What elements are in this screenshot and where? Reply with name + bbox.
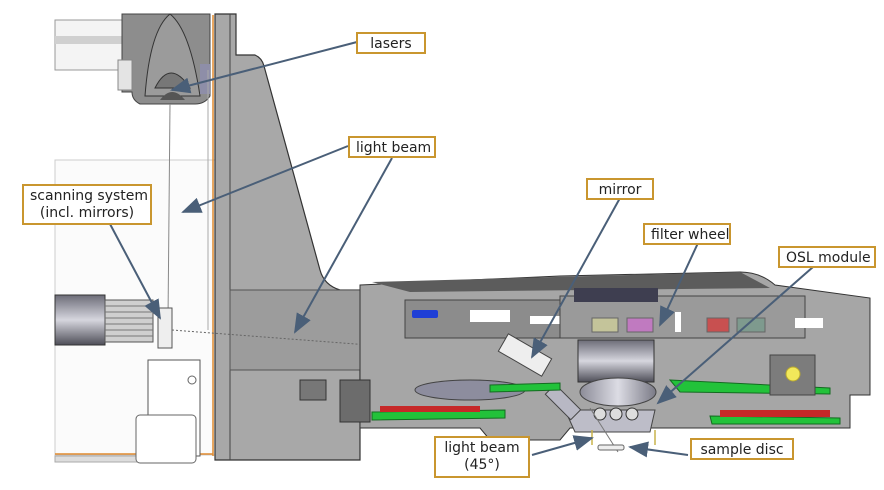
label-mirror-text: mirror <box>598 182 642 198</box>
label-osl-module: OSL module <box>778 246 876 268</box>
label-osl-module-text: OSL module <box>786 250 871 266</box>
label-light-beam-45: light beam (45°) <box>434 436 530 478</box>
label-lasers-text: lasers <box>370 36 412 52</box>
label-scanning-system: scanning system (incl. mirrors) <box>22 184 152 225</box>
arrow-filter-wheel <box>659 242 699 327</box>
label-light-beam-45-line1: light beam <box>444 440 520 456</box>
arrow-light-beam-horizontal <box>294 157 393 334</box>
label-filter-wheel-text: filter wheel <box>651 227 730 243</box>
arrow-scanning-system <box>109 223 161 320</box>
arrow-light-beam-45 <box>531 435 594 456</box>
sample-disc <box>597 444 625 451</box>
laser-head <box>117 13 211 105</box>
label-mirror: mirror <box>586 178 654 200</box>
arrow-mirror <box>531 197 621 359</box>
osl-module-body <box>299 271 871 445</box>
label-light-beam: light beam <box>348 136 436 158</box>
arrow-lasers <box>170 41 358 94</box>
label-sample-disc-text: sample disc <box>700 442 784 458</box>
arrow-light-beam-vertical <box>181 145 349 213</box>
scanning-system <box>54 294 501 464</box>
label-scanning-system-line2: (incl. mirrors) <box>39 205 135 221</box>
arrow-sample-disc <box>628 441 689 458</box>
label-sample-disc: sample disc <box>690 438 794 460</box>
label-lasers: lasers <box>356 32 426 54</box>
callout-arrows <box>109 41 814 458</box>
label-filter-wheel: filter wheel <box>643 223 731 245</box>
label-light-beam-45-line2: (45°) <box>464 457 500 473</box>
main-tower <box>214 13 381 461</box>
label-scanning-system-line1: scanning system <box>30 188 149 204</box>
arrow-osl-module <box>656 266 814 405</box>
label-light-beam-text: light beam <box>356 140 432 156</box>
